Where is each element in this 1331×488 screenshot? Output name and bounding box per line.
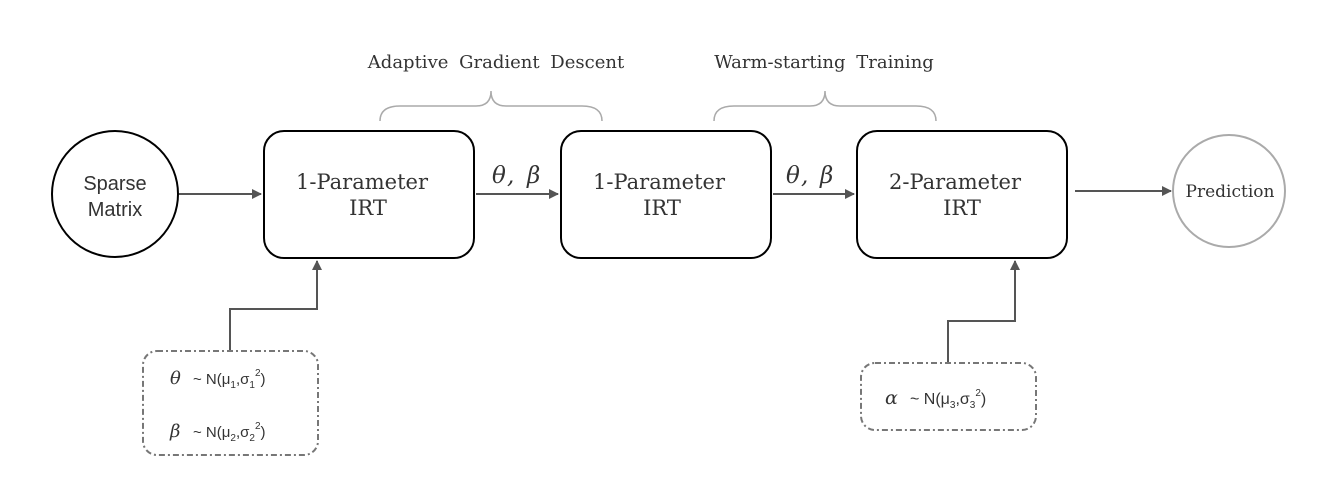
prediction-label: Prediction xyxy=(1186,182,1275,202)
edge23-theta-label: θ xyxy=(786,163,800,189)
sparse-matrix-node xyxy=(51,130,179,258)
model1-label-line1: 1-Parameter xyxy=(296,170,429,194)
model1-label-line2: IRT xyxy=(349,196,387,220)
edge23-comma: , xyxy=(801,163,808,189)
brace-warm-starting-training xyxy=(713,90,937,122)
model3-label-line2: IRT xyxy=(943,196,981,220)
prediction-node xyxy=(1172,134,1286,248)
edge23-beta-label: β xyxy=(819,163,833,189)
beta-prior-symbol: β xyxy=(169,421,180,442)
theta-prior-dist: ~ N(μ1,σ12) xyxy=(193,368,266,391)
one-parameter-irt-node-1 xyxy=(263,130,475,259)
alpha-prior-dist: ~ N(μ3,σ32) xyxy=(910,388,986,411)
alpha-prior-symbol: α xyxy=(885,387,898,409)
theta-prior-symbol: θ xyxy=(170,368,181,389)
bracket-label-warm-starting-training: Warm-starting Training xyxy=(714,52,934,73)
model3-label-line1: 2-Parameter xyxy=(889,170,1022,194)
sparse-matrix-label-line1: Sparse xyxy=(83,173,146,195)
sparse-matrix-label-line2: Matrix xyxy=(88,199,142,221)
edge12-comma: , xyxy=(507,163,514,189)
model2-label-line2: IRT xyxy=(643,196,681,220)
left-prior-connector xyxy=(229,260,322,351)
right-prior-box xyxy=(860,362,1037,431)
two-parameter-irt-node xyxy=(856,130,1068,259)
model2-label-line1: 1-Parameter xyxy=(593,170,726,194)
right-prior-connector xyxy=(947,260,1020,363)
edge12-beta-label: β xyxy=(526,163,540,189)
left-prior-box xyxy=(142,350,319,456)
brace-adaptive-gradient-descent xyxy=(379,90,603,122)
edge12-theta-label: θ xyxy=(492,163,506,189)
one-parameter-irt-node-2 xyxy=(560,130,772,259)
bracket-label-adaptive-gradient-descent: Adaptive Gradient Descent xyxy=(367,52,625,73)
beta-prior-dist: ~ N(μ2,σ22) xyxy=(193,421,266,444)
